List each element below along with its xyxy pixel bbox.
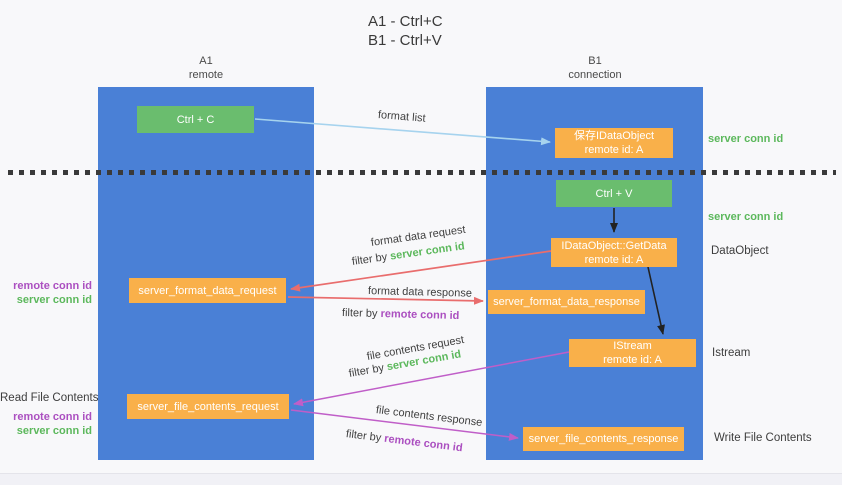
format-data-response-filter-label: filter by remote conn id: [342, 307, 460, 322]
format-data-response-label: format data response: [367, 285, 473, 300]
file-contents-response-filter-label: filter by remote conn id: [345, 428, 463, 454]
idataobject-getdata-node: IDataObject::GetData remote id: A: [551, 238, 677, 267]
column-header-a1: A1 remote: [136, 54, 276, 82]
ctrl-c-label: Ctrl + C: [176, 113, 215, 126]
getdata-line1: IDataObject::GetData: [561, 239, 667, 252]
remote-conn-id-annotation: remote conn id: [13, 411, 92, 423]
server-file-contents-request-label: server_file_contents_request: [137, 400, 279, 413]
column-header-b1: B1 connection: [525, 54, 665, 82]
server-format-data-response-label: server_format_data_response: [493, 296, 640, 308]
filter-by-text: filter by: [345, 428, 382, 445]
istream-line2: remote id: A: [603, 354, 662, 366]
column-b1-name: B1: [588, 55, 602, 67]
filter-by-text: filter by: [341, 307, 378, 320]
bottom-edge: [0, 473, 842, 485]
remote-conn-id-text: remote conn id: [380, 308, 460, 323]
server-conn-id-annotation-top: server conn id: [708, 133, 784, 145]
title-line-2: B1 - Ctrl+V: [368, 32, 442, 49]
getdata-line2: remote id: A: [584, 253, 644, 266]
server-file-contents-response-label: server_file_contents_response: [528, 433, 679, 445]
left-conn-id-annotation-top: remote conn id server conn id: [0, 279, 92, 307]
file-contents-response-label: file contents response: [375, 404, 483, 429]
title-line-1: A1 - Ctrl+C: [368, 13, 443, 30]
save-idataobject-node: 保存IDataObject remote id: A: [555, 128, 673, 158]
filter-by-text: filter by: [351, 251, 388, 268]
left-conn-id-annotation-bottom: remote conn id server conn id: [0, 410, 92, 438]
filter-by-text: filter by: [347, 361, 385, 380]
ctrl-v-action-box: Ctrl + V: [556, 180, 672, 207]
server-conn-id-annotation-mid: server conn id: [708, 211, 784, 223]
istream-line1: IStream: [613, 340, 652, 352]
column-b1-role: connection: [568, 69, 622, 81]
server-file-contents-request-node: server_file_contents_request: [127, 394, 289, 419]
server-format-data-request-label: server_format_data_request: [138, 284, 277, 297]
column-a1-name: A1: [199, 55, 213, 67]
format-list-label: format list: [377, 109, 427, 125]
ctrl-v-label: Ctrl + V: [595, 187, 633, 200]
save-idataobject-line1: 保存IDataObject: [573, 130, 655, 142]
ctrl-c-action-box: Ctrl + C: [137, 106, 254, 133]
format-data-request-filter-label: filter by server conn id: [351, 240, 465, 268]
remote-conn-id-annotation: remote conn id: [13, 280, 92, 292]
server-format-data-response-node: server_format_data_response: [488, 290, 645, 314]
column-a1-role: remote: [188, 69, 224, 81]
save-idataobject-line2: remote id: A: [584, 144, 644, 156]
server-format-data-request-node: server_format_data_request: [129, 278, 286, 303]
read-file-contents-annotation: Read File Contents: [0, 392, 99, 404]
server-conn-id-annotation: server conn id: [16, 425, 92, 437]
server-file-contents-response-node: server_file_contents_response: [523, 427, 684, 451]
server-conn-id-annotation: server conn id: [16, 294, 92, 306]
istream-annotation: Istream: [712, 347, 751, 359]
dataobject-annotation: DataObject: [711, 245, 769, 257]
write-file-contents-annotation: Write File Contents: [714, 432, 812, 444]
istream-node: IStream remote id: A: [569, 339, 696, 367]
session-separator-dotted-line: [8, 170, 836, 175]
diagram-title: A1 - Ctrl+C B1 - Ctrl+V: [368, 12, 443, 50]
remote-conn-id-text: remote conn id: [383, 432, 464, 455]
